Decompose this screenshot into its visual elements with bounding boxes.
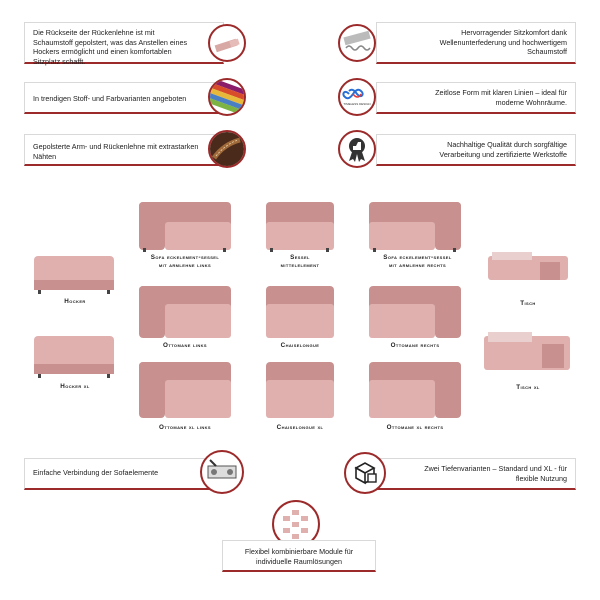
timeless-badge-text: TIMELESS DESIGN (343, 102, 371, 106)
connector-icon (200, 450, 244, 494)
hocker-module (34, 256, 114, 294)
feature-text: Zeitlose Form mit klaren Linien – ideal … (435, 88, 567, 107)
stitching-icon (208, 130, 246, 168)
label-tisch-xl: Tisch xl (516, 384, 540, 391)
tisch-xl-module (484, 332, 570, 370)
label-line: Sofa eckelement-sessel (150, 254, 220, 261)
ottomane-rechts-module (369, 286, 461, 338)
label-ottomane-xl-links: Ottomane xl links (158, 424, 211, 431)
label-line: mit armlehne links (158, 262, 212, 269)
feature-text: Flexibel kombinierbare Module für indivi… (244, 547, 354, 566)
chaiselongue-xl-module (266, 362, 334, 418)
label-hocker-xl: Hocker xl (60, 383, 90, 390)
hocker-xl-module (34, 336, 114, 378)
quality-medal-icon (338, 130, 376, 168)
feature-sustainable-quality: Nachhaltige Qualität durch sorgfältige V… (376, 134, 576, 166)
feature-text: In trendigen Stoff- und Farbvarianten an… (33, 94, 187, 103)
sofa-corner-left-module (139, 202, 231, 252)
label-line: Sofa eckelement-sessel (383, 254, 452, 261)
label-sofa-right: Sofa eckelement-sessel mit armlehne rech… (365, 254, 470, 270)
feature-modular: Flexibel kombinierbare Module für indivi… (222, 540, 376, 572)
ottomane-links-module (139, 286, 231, 338)
feature-depth-variants: Zwei Tiefenvarianten – Standard und XL -… (376, 458, 576, 490)
tisch-module (488, 252, 568, 280)
feature-text: Zwei Tiefenvarianten – Standard und XL -… (424, 464, 567, 483)
label-tisch: Tisch (520, 300, 536, 307)
sofa-corner-right-module (369, 202, 461, 252)
box-icon (344, 452, 386, 494)
label-hocker: Hocker (64, 298, 86, 305)
label-chaiselongue: Chaiselongue (280, 342, 320, 349)
label-ottomane-xl-rechts: Ottomane xl rechts (386, 424, 444, 431)
label-line: mittelelement (280, 262, 320, 269)
feature-fabric-variants: In trendigen Stoff- und Farbvarianten an… (24, 82, 224, 114)
chaiselongue-module (266, 286, 334, 338)
spring-foam-icon (338, 24, 376, 62)
label-line: mit armlehne rechts (388, 262, 447, 269)
feature-stitching: Gepolsterte Arm- und Rückenlehne mit ext… (24, 134, 224, 166)
label-ottomane-links: Ottomane links (163, 342, 207, 349)
label-sofa-left: Sofa eckelement-sessel mit armlehne link… (135, 254, 235, 270)
label-sessel: Sessel mittelelement (250, 254, 350, 270)
feature-text: Einfache Verbindung der Sofaelemente (33, 468, 159, 477)
sessel-module (266, 202, 334, 252)
sofa-back-icon (208, 24, 246, 62)
feature-text: Hervorragender Sitzkomfort dank Wellenun… (439, 28, 567, 56)
feature-text: Nachhaltige Qualität durch sorgfältige V… (439, 140, 567, 159)
feature-timeless-form: Zeitlose Form mit klaren Linien – ideal … (376, 82, 576, 114)
label-line: Sessel (290, 254, 310, 261)
infinity-icon: TIMELESS DESIGN (338, 78, 376, 116)
ottomane-xl-links-module (139, 362, 231, 418)
feature-foam-back: Die Rückseite der Rückenlehne ist mit Sc… (24, 22, 224, 66)
feature-text: Gepolsterte Arm- und Rückenlehne mit ext… (33, 142, 199, 161)
feature-connection: Einfache Verbindung der Sofaelemente (24, 458, 224, 490)
fabric-swatches-icon (208, 78, 246, 116)
label-chaiselongue-xl: Chaiselongue xl (276, 424, 324, 431)
label-ottomane-rechts: Ottomane rechts (390, 342, 440, 349)
ottomane-xl-rechts-module (369, 362, 461, 418)
feature-text: Die Rückseite der Rückenlehne ist mit Sc… (33, 28, 188, 66)
feature-spring-comfort: Hervorragender Sitzkomfort dank Wellenun… (376, 22, 576, 64)
